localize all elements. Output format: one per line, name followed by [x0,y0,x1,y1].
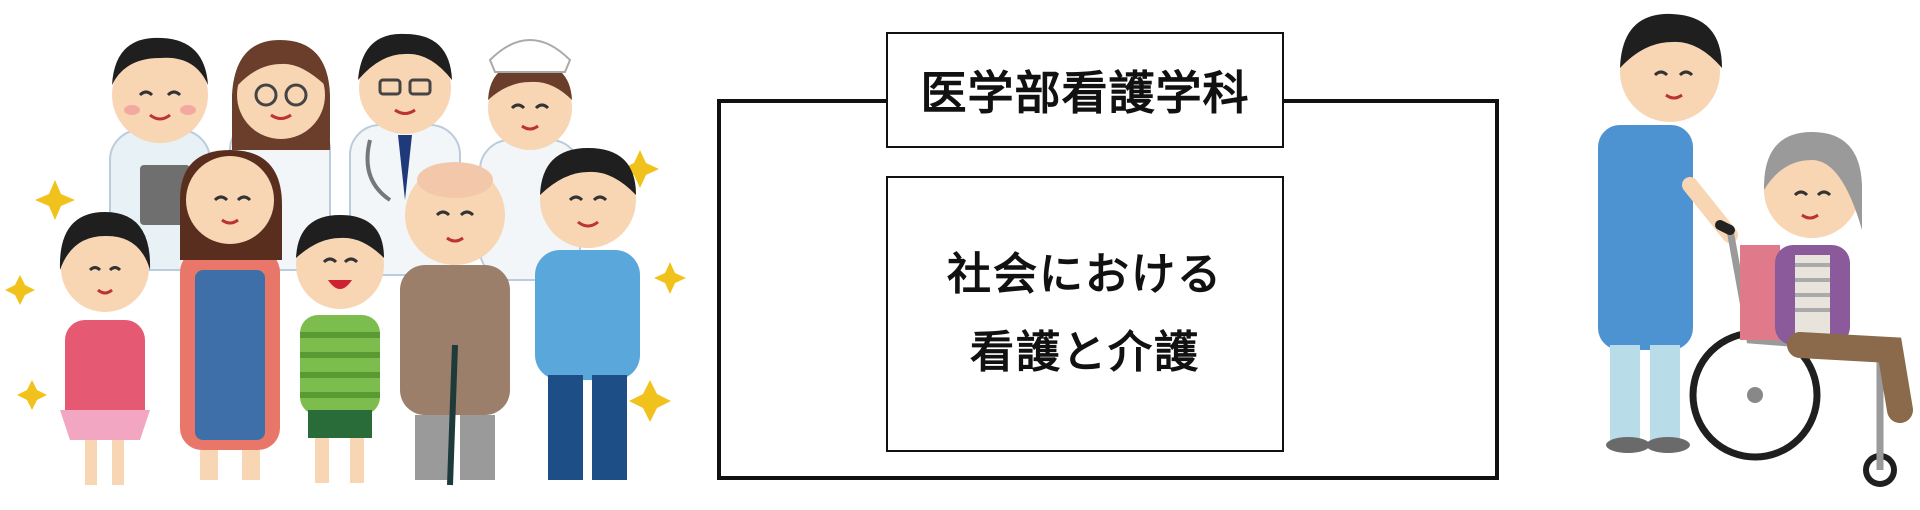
person-woman-apron [180,150,282,480]
person-elderly-man [400,162,510,486]
department-label: 医学部看護学科 [886,32,1284,148]
department-text: 医学部看護学科 [920,66,1250,120]
topic-line-1: 社会における [947,249,1223,300]
person-man-blue [535,148,640,480]
person-elderly-woman [1764,132,1913,423]
sparkle-icons [5,150,686,422]
caregiver-wheelchair-illustration [1598,13,1913,487]
topic-line-2: 看護と介護 [970,327,1200,378]
person-caregiver [1598,13,1738,453]
topic-box: 社会における 看護と介護 [886,176,1284,452]
group-of-people-illustration [5,33,686,486]
person-boy [296,215,384,483]
person-girl [59,212,151,485]
